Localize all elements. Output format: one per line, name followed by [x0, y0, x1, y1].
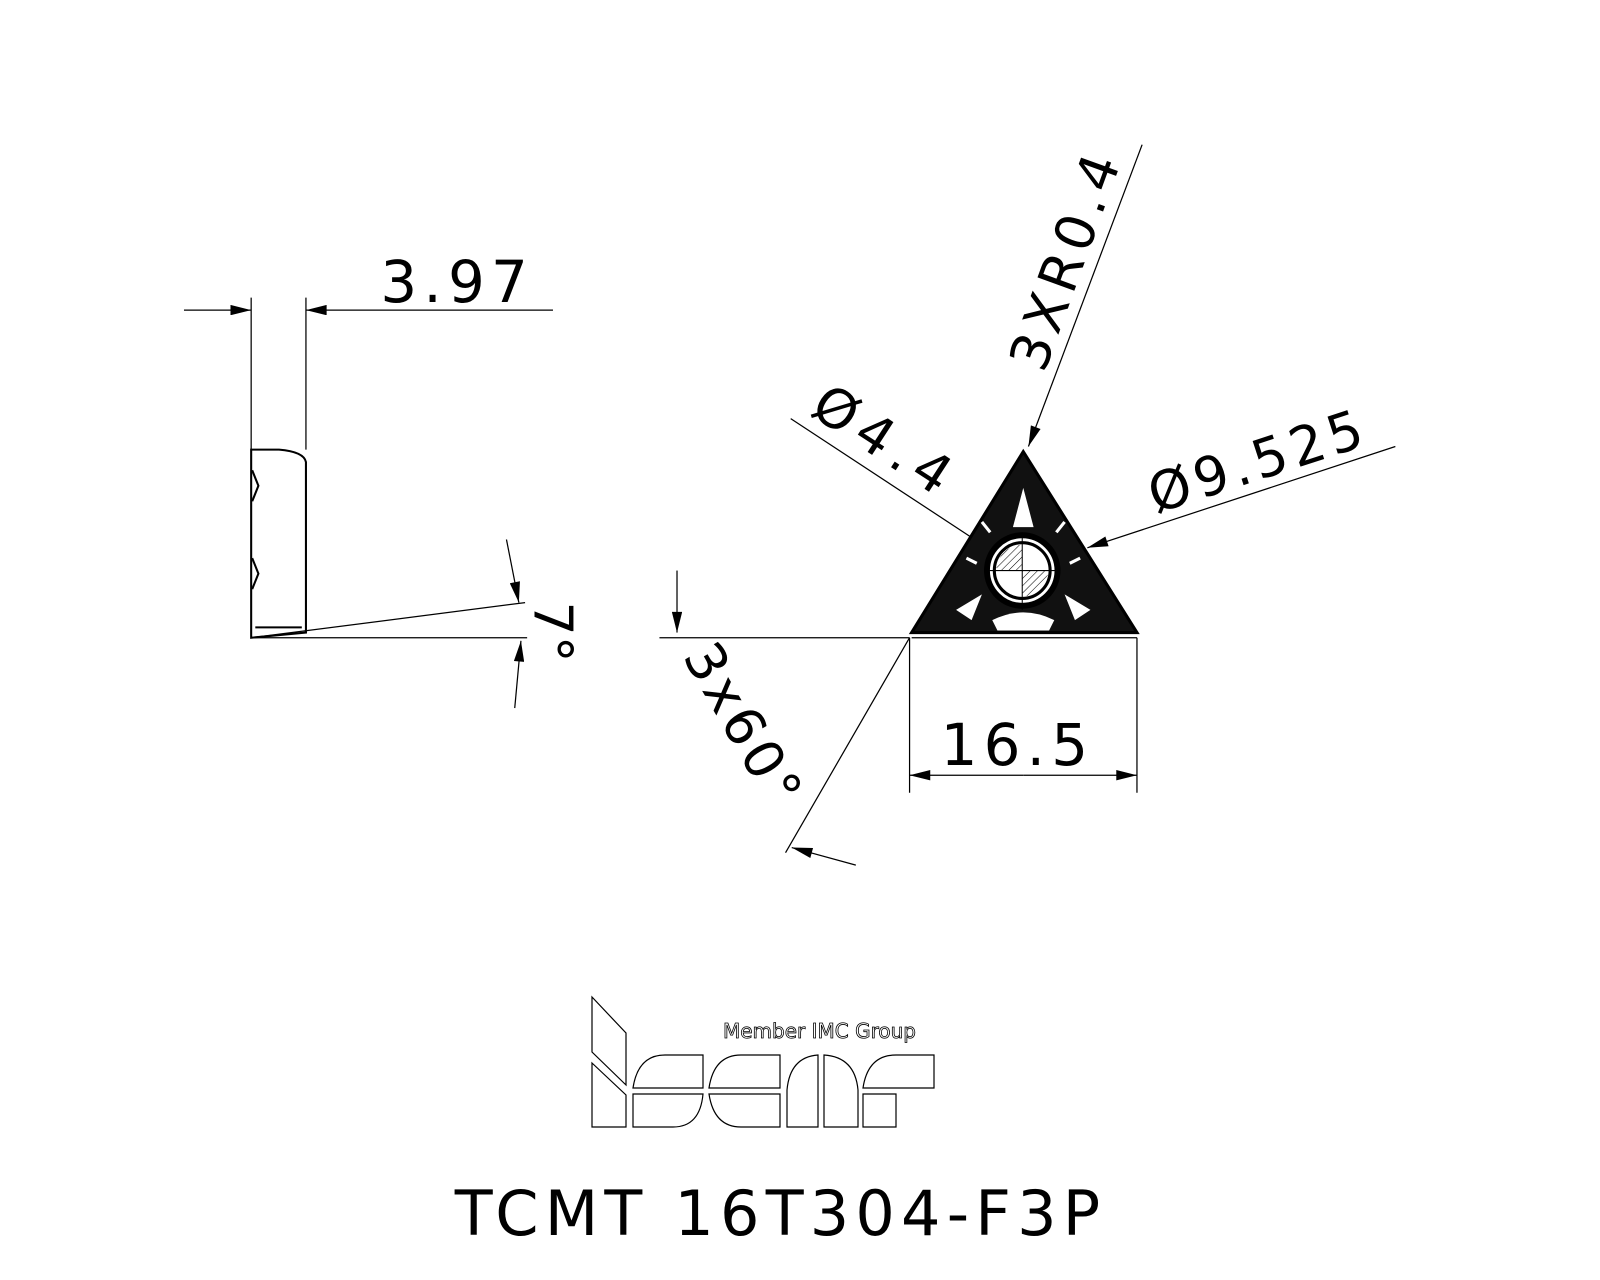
edge-length-dimension: 16.5: [908, 637, 1138, 793]
side-view: 3.97 7°: [183, 248, 584, 709]
corner-angle-dimension: 3x60°: [659, 570, 911, 866]
edge-length-label: 16.5: [941, 711, 1095, 779]
inscribed-circle-label: Ø9.525: [1140, 396, 1375, 526]
corner-radius-label: 3XR0.4: [997, 140, 1135, 379]
thickness-dimension: 3.97: [183, 248, 553, 450]
insert-side-profile: [250, 448, 307, 639]
corner-angle-label: 3x60°: [671, 631, 817, 820]
insert-triangle: [908, 448, 1140, 639]
part-number: TCMT 16T304-F3P: [454, 1177, 1107, 1250]
hole-diameter-dimension: Ø4.4: [790, 372, 972, 538]
logo-tagline: Member IMC Group: [723, 1019, 916, 1043]
inscribed-circle-dimension: Ø9.525: [1087, 396, 1396, 549]
corner-radius-dimension: 3XR0.4: [997, 140, 1143, 447]
thickness-label: 3.97: [380, 248, 534, 316]
top-view: 16.5 3x60° Ø4.4 Ø9.525 3XR0.4: [659, 140, 1396, 866]
clearance-angle-label: 7°: [521, 602, 584, 663]
iscar-logo: Member IMC Group: [591, 995, 935, 1128]
clearance-angle-dimension: 7°: [251, 539, 584, 709]
